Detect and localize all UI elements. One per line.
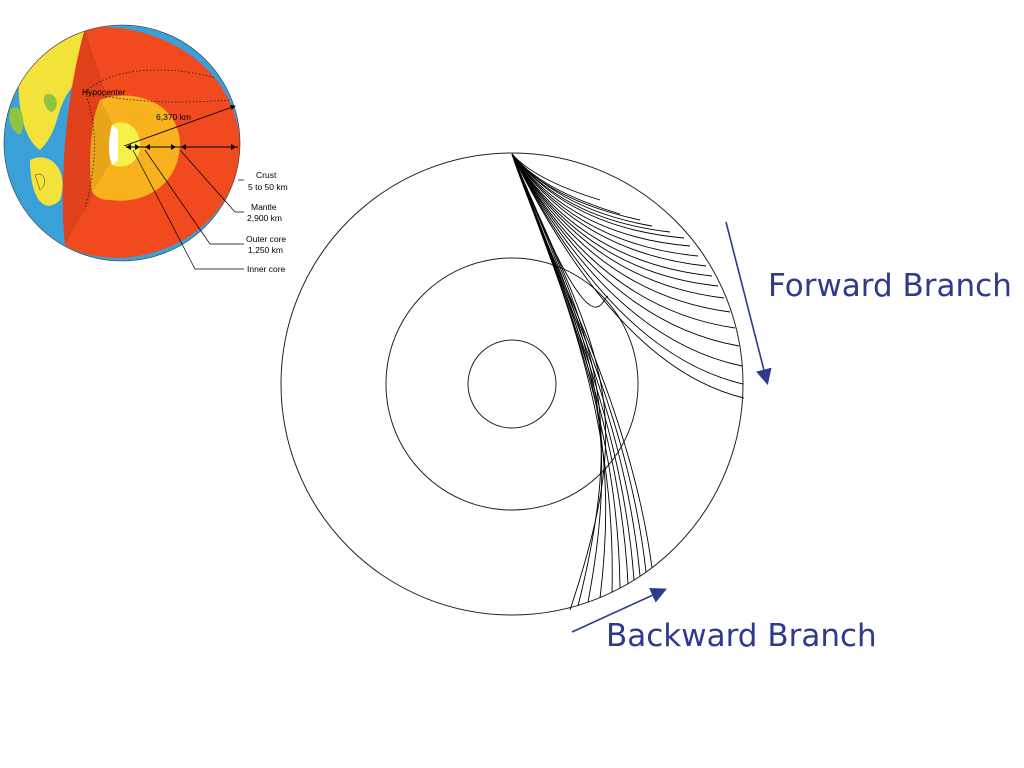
inner-core (112, 122, 140, 167)
backward-branch-arrow (571, 588, 667, 633)
outer-core-label: Outer core (246, 234, 286, 244)
crust-thickness: 5 to 50 km (248, 182, 288, 192)
forward-branch-label: Forward Branch (768, 268, 1012, 304)
deep-ray-bundle (511, 153, 653, 611)
seismic-ray-diagram (280, 152, 772, 633)
mantle-label: Mantle (251, 202, 277, 212)
radius-label: 6,370 km (156, 112, 191, 122)
inner-core-label: Inner core (247, 264, 286, 274)
shallow-ray-fan (511, 153, 745, 399)
forward-branch-arrow (725, 221, 772, 386)
core-mantle-boundary-circle (385, 257, 639, 511)
crust-label: Crust (256, 170, 277, 180)
mantle-thickness: 2,900 km (247, 213, 282, 223)
earth-cutaway-illustration: Hypocenter 6,370 km Crust 5 to 50 km Man… (3, 24, 288, 274)
backward-branch-label: Backward Branch (606, 618, 877, 654)
inner-core-boundary-circle (467, 339, 557, 429)
earth-surface-circle (280, 152, 744, 616)
outer-core-thickness: 1,250 km (248, 245, 283, 255)
hypocenter-label: Hypocenter (82, 87, 126, 97)
